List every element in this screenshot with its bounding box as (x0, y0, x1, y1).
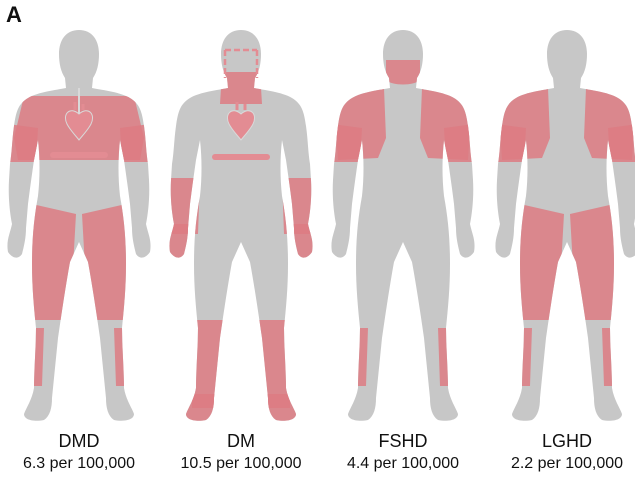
body-outline (331, 30, 474, 421)
disease-name: FSHD (318, 430, 488, 452)
figure-dmd (4, 28, 154, 426)
panel-label: A (6, 2, 22, 28)
disease-name: DM (156, 430, 326, 452)
body-silhouette (166, 28, 316, 426)
caption-dm: DM 10.5 per 100,000 (156, 430, 326, 474)
affected-feet (180, 394, 302, 426)
prevalence-text: 10.5 per 100,000 (156, 454, 326, 474)
affected-face (386, 60, 420, 85)
heart-bar-icon (212, 154, 270, 160)
disease-name: LGHD (482, 430, 635, 452)
caption-dmd: DMD 6.3 per 100,000 (0, 430, 164, 474)
figure-fshd (328, 28, 478, 426)
figure-dm (166, 28, 316, 426)
prevalence-text: 2.2 per 100,000 (482, 454, 635, 474)
affected-neck (220, 72, 262, 104)
prevalence-text: 6.3 per 100,000 (0, 454, 164, 474)
body-silhouette (328, 28, 478, 426)
body-silhouette (492, 28, 635, 426)
body-outline (495, 30, 635, 421)
disease-name: DMD (0, 430, 164, 452)
caption-lghd: LGHD 2.2 per 100,000 (482, 430, 635, 474)
body-silhouette (4, 28, 154, 426)
figure-lghd (492, 28, 635, 426)
caption-fshd: FSHD 4.4 per 100,000 (318, 430, 488, 474)
prevalence-text: 4.4 per 100,000 (318, 454, 488, 474)
